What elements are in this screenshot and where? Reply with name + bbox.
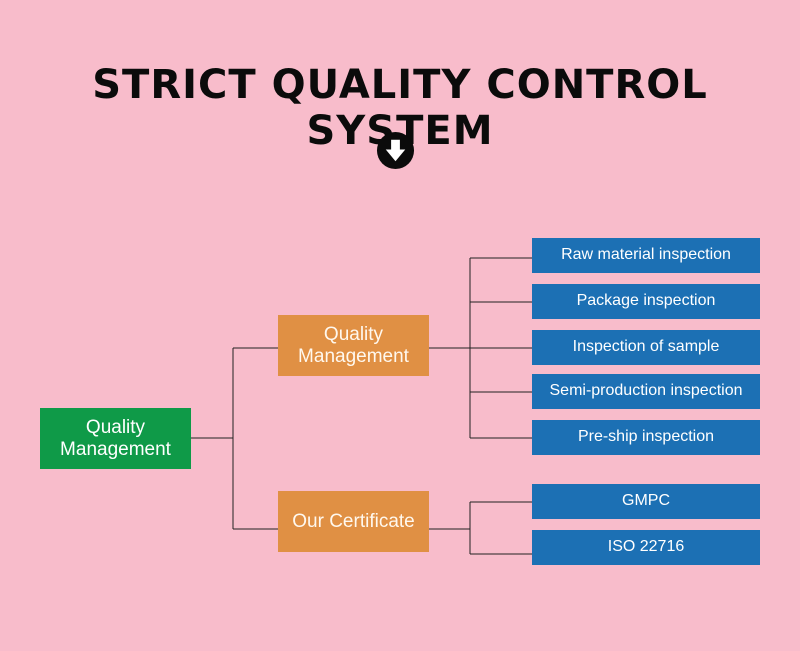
leaf-label: Package inspection — [576, 292, 716, 310]
leaf-label: Inspection of sample — [572, 338, 720, 356]
branch-node-label: Our Certificate — [292, 510, 415, 532]
leaf-iso-22716: ISO 22716 — [532, 530, 760, 565]
branch-node-our-certificate: Our Certificate — [278, 491, 429, 552]
leaf-semi-production-inspection: Semi-production inspection — [532, 374, 760, 409]
page-title: STRICT QUALITY CONTROL SYSTEM — [92, 62, 708, 154]
leaf-label: GMPC — [622, 492, 670, 510]
root-node: Quality Management — [40, 408, 191, 469]
leaf-pre-ship-inspection: Pre-ship inspection — [532, 420, 760, 455]
branch-node-quality-management: Quality Management — [278, 315, 429, 376]
branch-node-label: Quality Management — [298, 323, 409, 367]
arrow-down-circle-icon — [376, 131, 415, 170]
leaf-gmpc: GMPC — [532, 484, 760, 519]
leaf-inspection-of-sample: Inspection of sample — [532, 330, 760, 365]
leaf-raw-material-inspection: Raw material inspection — [532, 238, 760, 273]
leaf-label: ISO 22716 — [607, 538, 685, 556]
leaf-label: Semi-production inspection — [549, 382, 743, 400]
root-node-label: Quality Management — [60, 416, 171, 460]
leaf-label: Pre-ship inspection — [577, 428, 715, 446]
leaf-package-inspection: Package inspection — [532, 284, 760, 319]
leaf-label: Raw material inspection — [561, 246, 731, 264]
